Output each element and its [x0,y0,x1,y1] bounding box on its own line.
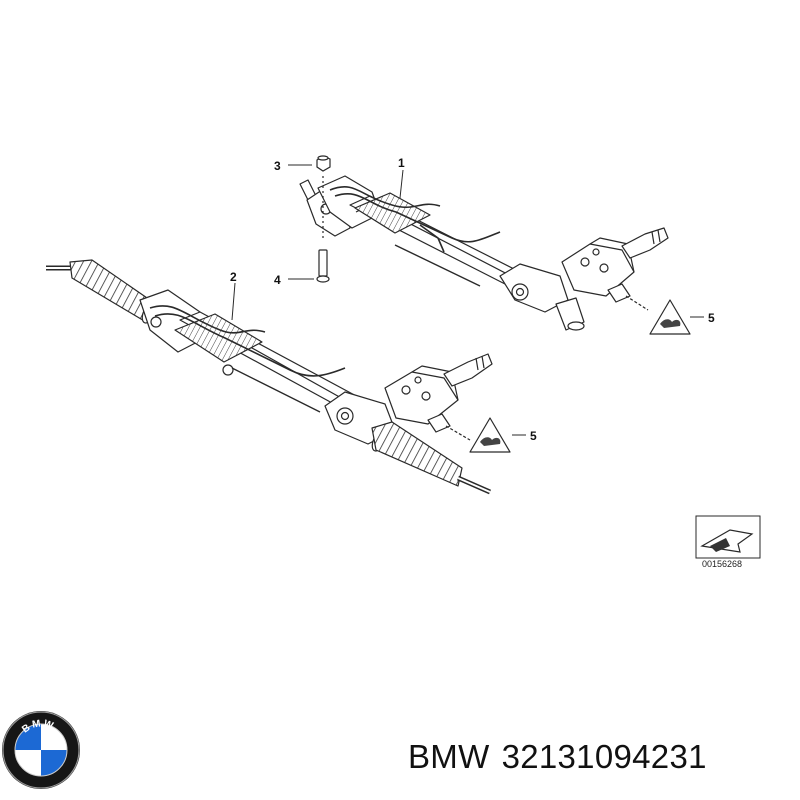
part-label: BMW 32131094231 [408,738,707,776]
warning-triangle-icon [649,299,691,335]
callout-2: 2 [230,270,237,284]
warning-triangle-icon [469,417,511,453]
brand-name: BMW [408,738,490,775]
callouts [231,164,704,436]
bolt-drawing [316,176,330,283]
callout-4: 4 [274,273,281,287]
callout-5-upper: 5 [708,311,715,325]
hex-nut-drawing [316,155,331,172]
callout-1: 1 [398,156,405,170]
reference-code: 00156268 [702,559,742,569]
callout-3: 3 [274,159,281,173]
steering-rack-upper [299,175,669,331]
bmw-roundel-logo: BMW [2,711,80,789]
direction-arrow-icon [695,515,761,559]
steering-rack-lower [46,259,493,495]
callout-5-lower: 5 [530,429,537,443]
part-number: 32131094231 [501,738,707,775]
